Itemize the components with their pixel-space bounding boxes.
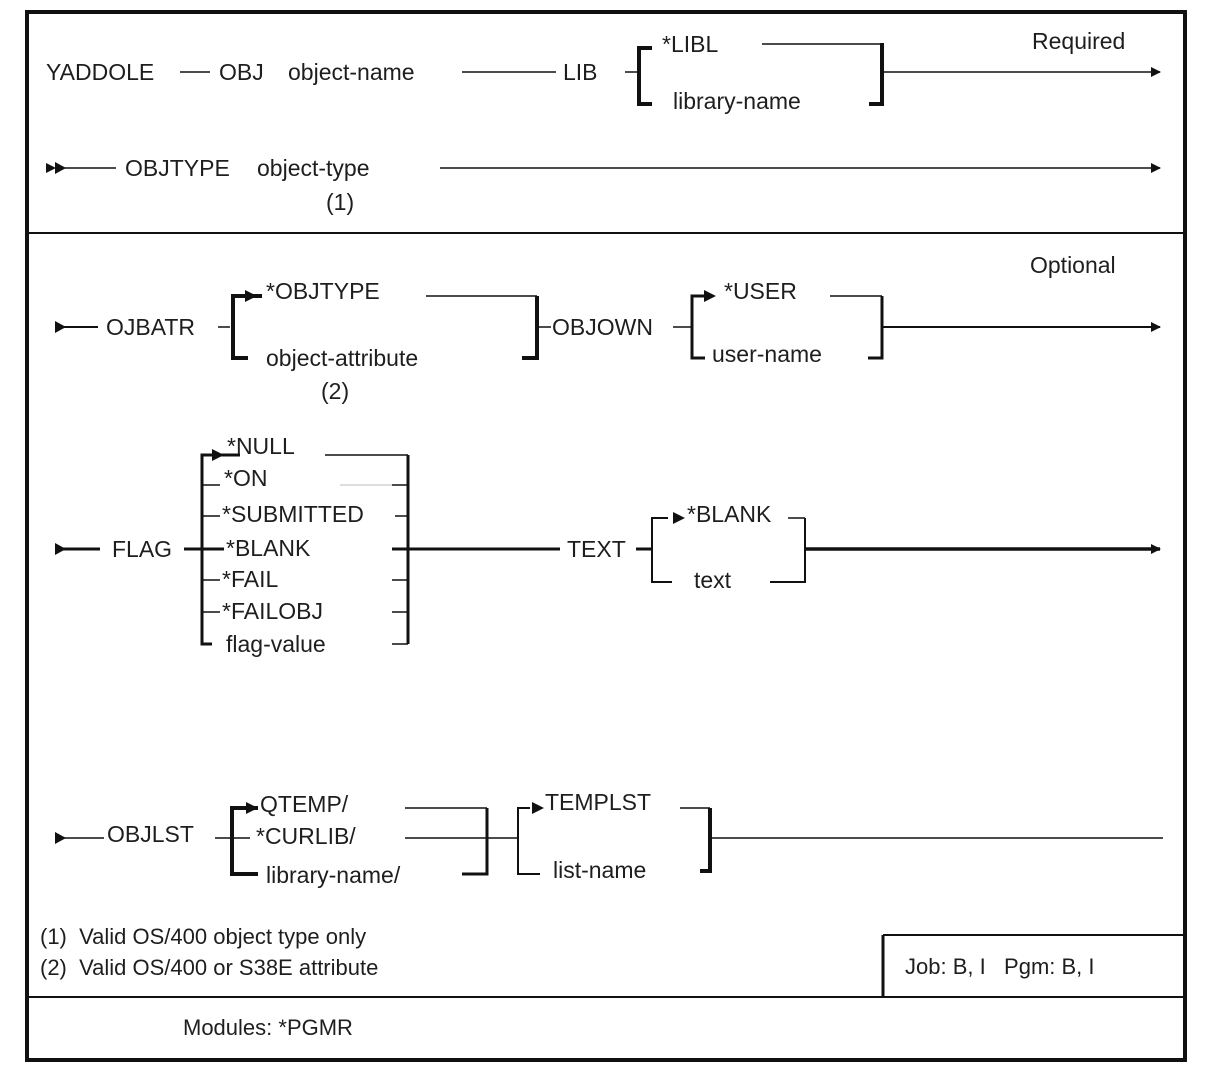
footnote-text: Valid OS/400 or S38E attribute bbox=[79, 955, 379, 980]
default-arrow-icon bbox=[212, 449, 224, 461]
footnote-text: Valid OS/400 object type only bbox=[79, 924, 367, 949]
footnote-2: (2) Valid OS/400 or S38E attribute bbox=[40, 957, 378, 979]
param-text-keyword: TEXT bbox=[567, 536, 626, 562]
objown-bracket-right bbox=[868, 296, 884, 360]
flag-option: *NULL bbox=[227, 433, 295, 459]
lib-option-libl: *LIBL bbox=[662, 31, 719, 57]
ojbatr-option-objtype: *OBJTYPE bbox=[266, 278, 380, 304]
section-label-required: Required bbox=[1032, 28, 1126, 54]
section-label-optional: Optional bbox=[1030, 252, 1116, 278]
command-name: YADDOLE bbox=[46, 59, 155, 85]
text-option-blank: *BLANK bbox=[687, 501, 772, 527]
modules-info: Modules: *PGMR bbox=[183, 1015, 353, 1040]
param-ojbatr-keyword: OJBATR bbox=[106, 314, 196, 340]
objown-bracket-left bbox=[690, 294, 705, 360]
default-arrow-icon bbox=[532, 802, 544, 814]
default-arrow-icon bbox=[704, 290, 716, 302]
objlst-lib-bracket-left bbox=[230, 806, 258, 876]
footnote-ref-2: (2) bbox=[321, 378, 350, 404]
lib-option-library-name: library-name bbox=[673, 88, 801, 114]
param-lib-keyword: LIB bbox=[563, 59, 598, 85]
ojbatr-bracket-left bbox=[231, 294, 262, 360]
objlst-lib-option: library-name/ bbox=[266, 862, 401, 888]
default-arrow-icon bbox=[246, 802, 258, 814]
entry-arrow-icon bbox=[55, 162, 66, 174]
footnote-ref-1: (1) bbox=[326, 189, 355, 215]
objlst-list-option: list-name bbox=[553, 857, 647, 883]
param-objown-keyword: OBJOWN bbox=[552, 314, 653, 340]
flag-option: *FAILOBJ bbox=[222, 598, 323, 624]
lib-bracket-right bbox=[869, 43, 884, 106]
objlst-lib-option: QTEMP/ bbox=[260, 791, 349, 817]
default-arrow-icon bbox=[245, 290, 257, 302]
entry-arrow-icon bbox=[55, 832, 66, 844]
param-flag-keyword: FLAG bbox=[112, 536, 173, 562]
flag-option: flag-value bbox=[226, 631, 326, 657]
ojbatr-option-object-attribute: object-attribute bbox=[266, 345, 419, 371]
flag-option: *SUBMITTED bbox=[222, 501, 364, 527]
outer-frame bbox=[25, 10, 1187, 1062]
footnote-ref: (1) bbox=[40, 924, 67, 949]
entry-arrow-icon bbox=[55, 543, 66, 555]
objlst-list-option: TEMPLST bbox=[545, 789, 652, 815]
objlst-list-bracket-right bbox=[700, 808, 712, 873]
entry-arrow-icon bbox=[55, 321, 66, 333]
objown-option-user-name: user-name bbox=[712, 341, 822, 367]
ojbatr-bracket-right bbox=[522, 296, 539, 360]
objlst-list-bracket-left bbox=[517, 807, 540, 875]
default-arrow-icon bbox=[673, 512, 685, 524]
objlst-lib-option: *CURLIB/ bbox=[256, 823, 356, 849]
text-bracket-left bbox=[651, 517, 672, 583]
text-option-text: text bbox=[694, 567, 732, 593]
param-objlst-keyword: OBJLST bbox=[107, 821, 194, 847]
flag-option: *ON bbox=[224, 465, 268, 491]
param-obj-value: object-name bbox=[288, 59, 415, 85]
footnote-1: (1) Valid OS/400 object type only bbox=[40, 926, 366, 948]
flag-option: *FAIL bbox=[222, 566, 279, 592]
objown-option-user: *USER bbox=[724, 278, 797, 304]
objlst-lib-bracket-right bbox=[462, 808, 489, 876]
param-obj-keyword: OBJ bbox=[219, 59, 264, 85]
param-objtype-value: object-type bbox=[257, 155, 370, 181]
text-bracket-right bbox=[742, 518, 806, 583]
lib-bracket-left bbox=[637, 46, 652, 106]
footnote-ref: (2) bbox=[40, 955, 67, 980]
environment-info: Job: B, I Pgm: B, I bbox=[905, 954, 1095, 979]
flag-option: *BLANK bbox=[226, 535, 311, 561]
param-objtype-keyword: OBJTYPE bbox=[125, 155, 230, 181]
